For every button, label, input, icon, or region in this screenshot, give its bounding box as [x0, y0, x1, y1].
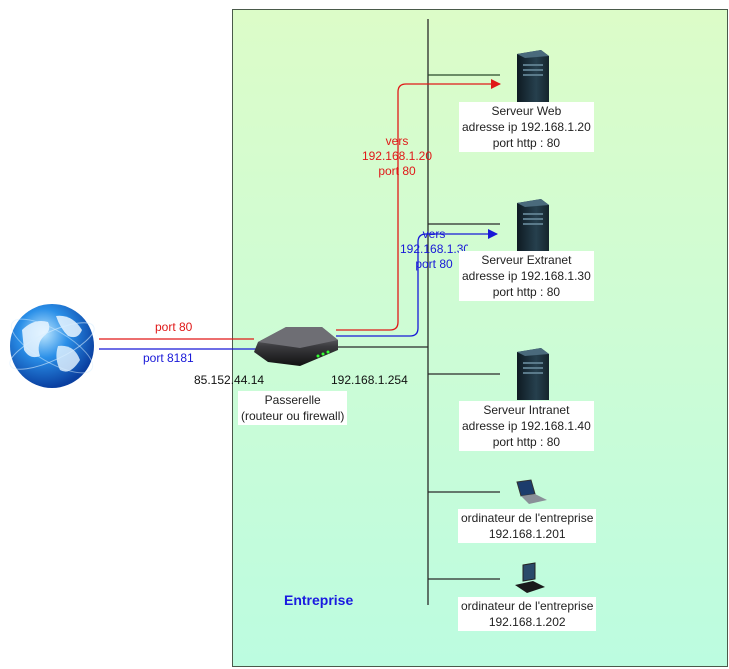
gateway-label: Passerelle (routeur ou firewall): [238, 391, 348, 425]
flow-label-extranet-line2: 192.168.1.30: [400, 242, 468, 256]
enterprise-zone-label: Entreprise: [284, 592, 354, 608]
node-port: port http : 80: [492, 136, 561, 150]
node-card-pc-202: ordinateur de l'entreprise 192.168.1.202: [458, 597, 597, 631]
node-name: ordinateur de l'entreprise: [461, 599, 594, 613]
flow-path-extranet: [336, 229, 498, 337]
node-ip: 192.168.1.202: [488, 615, 566, 629]
node-card-extranet-server: Serveur Extranet adresse ip 192.168.1.30…: [459, 251, 594, 301]
flow-label-web: vers 192.168.1.20 port 80: [361, 134, 433, 179]
node-ip: adresse ip 192.168.1.40: [462, 419, 591, 433]
flow-label-web-line3: port 80: [378, 164, 416, 178]
node-port: port http : 80: [492, 435, 561, 449]
globe-icon: [9, 304, 95, 388]
node-ip: 192.168.1.201: [488, 527, 566, 541]
flow-label-extranet: vers 192.168.1.30 port 80: [400, 227, 468, 272]
node-name: ordinateur de l'entreprise: [461, 511, 594, 525]
flow-path-web: [336, 79, 501, 331]
flow-label-extranet-line3: port 80: [415, 257, 453, 271]
node-card-pc-201: ordinateur de l'entreprise 192.168.1.201: [458, 509, 597, 543]
link-label-port80: port 80: [155, 320, 193, 334]
node-card-intranet-server: Serveur Intranet adresse ip 192.168.1.40…: [459, 401, 594, 451]
flow-label-web-line1: vers: [385, 134, 409, 148]
gateway-name: Passerelle: [264, 393, 321, 407]
node-ip: adresse ip 192.168.1.30: [462, 269, 591, 283]
flow-label-extranet-line1: vers: [422, 227, 446, 241]
laptop-icon: [516, 479, 547, 504]
server-icon: [517, 348, 549, 400]
gateway-wan-ip: 85.152.44.14: [194, 373, 265, 387]
server-icon: [517, 50, 549, 102]
server-icon: [517, 199, 549, 251]
flow-label-web-line2: 192.168.1.20: [361, 149, 433, 163]
node-card-web-server: Serveur Web adresse ip 192.168.1.20 port…: [459, 102, 594, 152]
node-ip: adresse ip 192.168.1.20: [462, 120, 591, 134]
gateway-type: (routeur ou firewall): [241, 409, 345, 423]
node-name: Serveur Web: [491, 104, 562, 118]
desktop-icon: [515, 562, 545, 593]
gateway-lan-ip: 192.168.1.254: [331, 373, 408, 387]
node-name: Serveur Intranet: [483, 403, 570, 417]
node-name: Serveur Extranet: [481, 253, 572, 267]
link-label-port8181: port 8181: [143, 351, 194, 365]
node-port: port http : 80: [492, 285, 561, 299]
router-icon: [254, 327, 338, 366]
